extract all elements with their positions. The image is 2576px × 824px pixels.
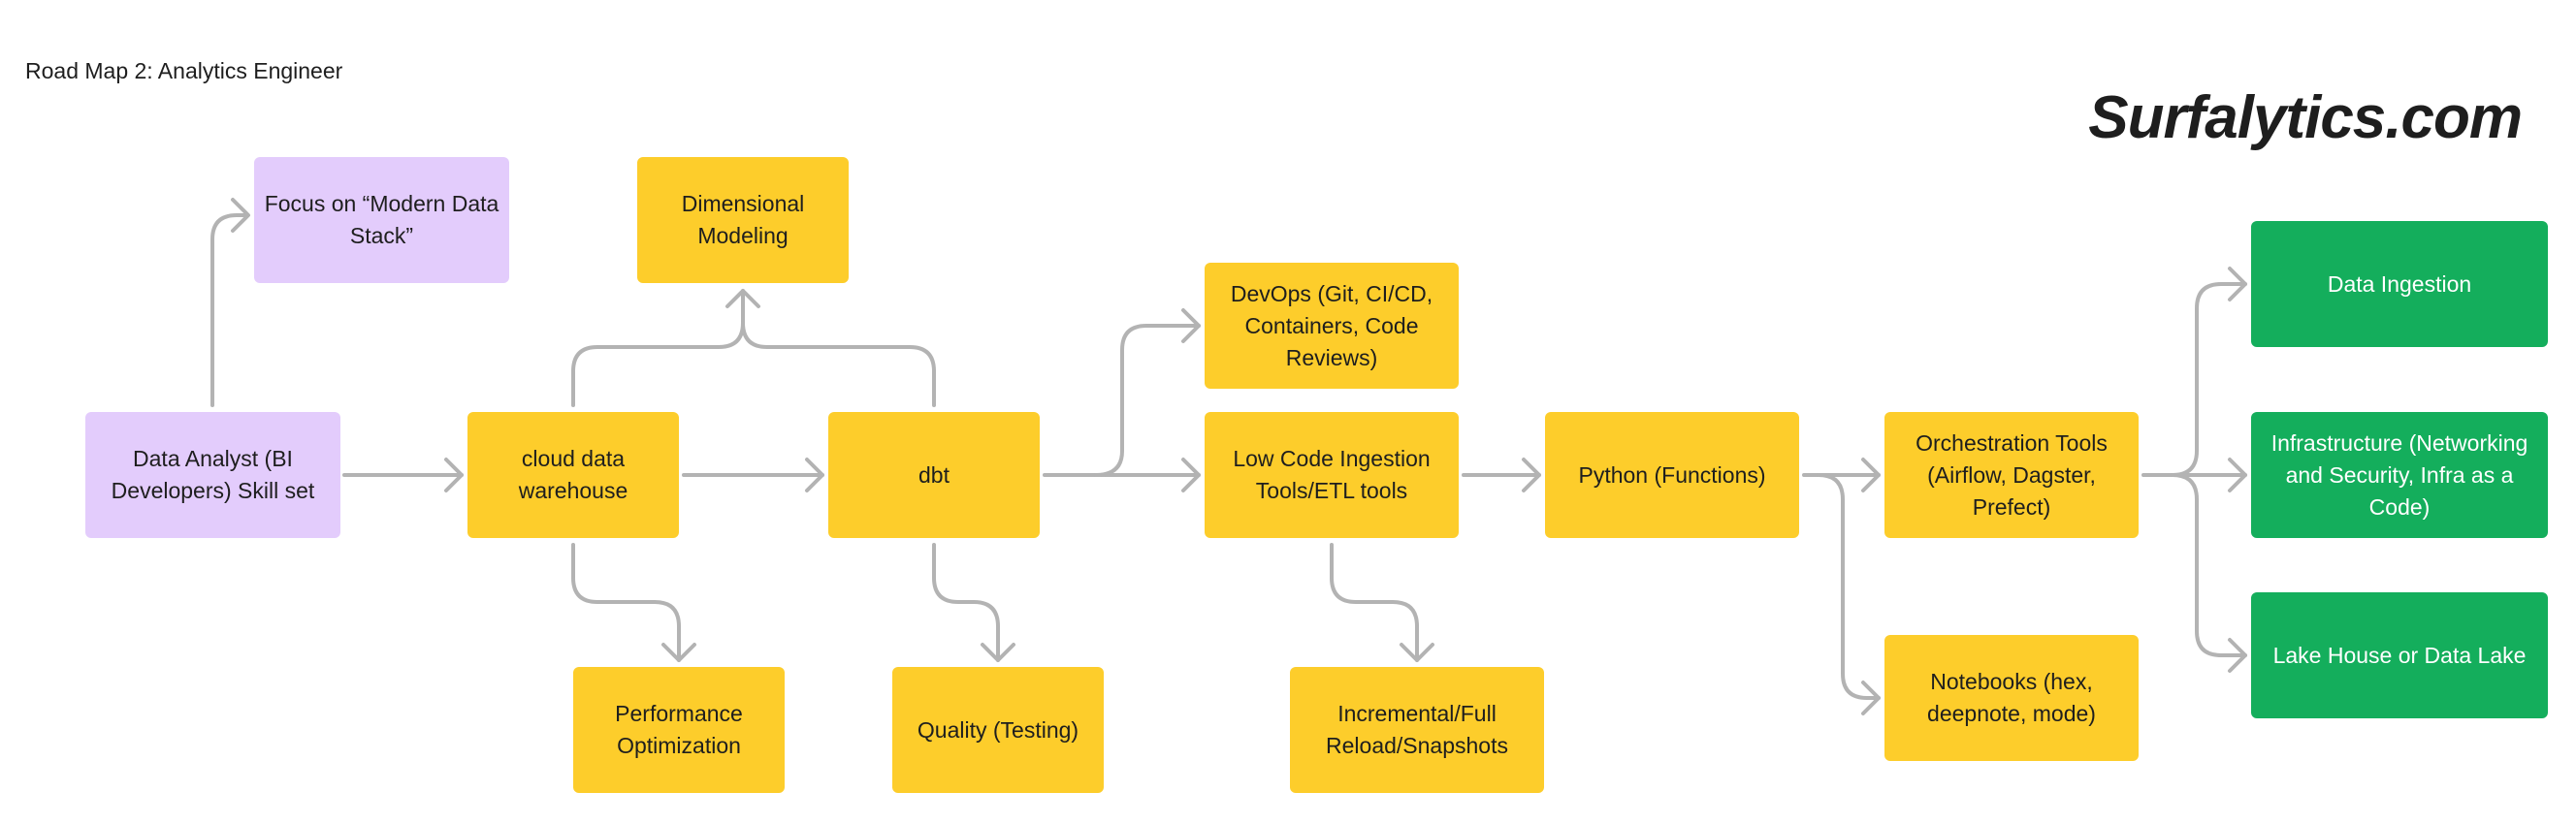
connector-dbt-to-dimensional (741, 321, 936, 407)
connector-dbt-to-quality (932, 543, 1015, 662)
connector-python-to-orchestration (1802, 458, 1881, 492)
connector-cloud-to-dimensional (571, 289, 760, 407)
node-notebooks: Notebooks (hex, deepnote, mode) (1884, 635, 2139, 761)
node-infrastructure: Infrastructure (Networking and Security,… (2251, 412, 2548, 538)
connector-cloud-to-dbt (682, 458, 824, 492)
connector-analyst-to-cloud (342, 458, 464, 492)
node-quality-testing: Quality (Testing) (892, 667, 1104, 793)
node-data-analyst: Data Analyst (BI Developers) Skill set (85, 412, 340, 538)
connector-orchestration-to-lakehouse (2171, 473, 2247, 673)
node-data-ingestion: Data Ingestion (2251, 221, 2548, 347)
connector-lowcode-to-incremental (1330, 543, 1434, 662)
node-python-functions: Python (Functions) (1545, 412, 1799, 538)
node-dbt: dbt (828, 412, 1040, 538)
connector-dbt-to-lowcode (1043, 458, 1201, 492)
node-low-code-ingestion: Low Code Ingestion Tools/ETL tools (1205, 412, 1459, 538)
node-orchestration-tools: Orchestration Tools (Airflow, Dagster, P… (1884, 412, 2139, 538)
node-performance-optimization: Performance Optimization (573, 667, 785, 793)
brand-logo-text: Surfalytics.com (2088, 84, 2523, 151)
node-devops: DevOps (Git, CI/CD, Containers, Code Rev… (1205, 263, 1459, 389)
page-title: Road Map 2: Analytics Engineer (25, 58, 343, 83)
connector-analyst-to-focus (210, 198, 250, 407)
connector-python-to-notebooks (1817, 473, 1881, 715)
node-modern-data-stack: Focus on “Modern Data Stack” (254, 157, 509, 283)
node-cloud-data-warehouse: cloud data warehouse (467, 412, 679, 538)
node-dimensional-modeling: Dimensional Modeling (637, 157, 849, 283)
connector-orchestration-to-ingestion (2171, 267, 2247, 477)
node-incremental-reload: Incremental/Full Reload/Snapshots (1290, 667, 1544, 793)
connector-lowcode-to-python (1462, 458, 1541, 492)
connector-dbt-to-devops (1094, 308, 1201, 477)
connector-cloud-to-performance (571, 543, 696, 662)
node-lake-house: Lake House or Data Lake (2251, 592, 2548, 718)
connector-orchestration-to-infra (2141, 458, 2247, 492)
